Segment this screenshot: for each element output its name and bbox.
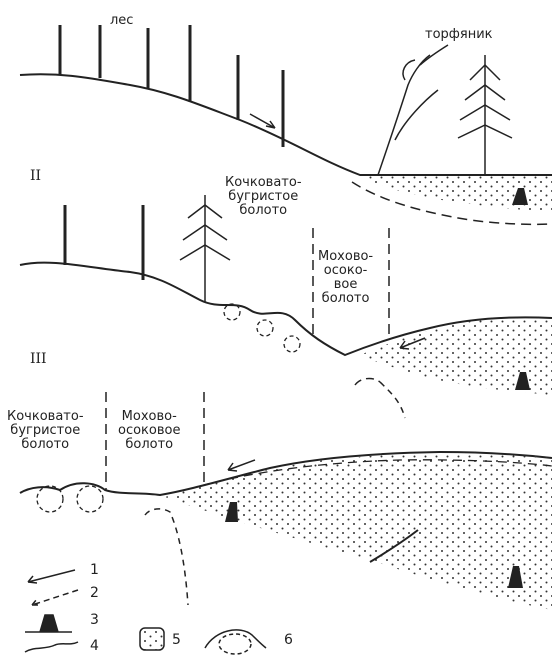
legend-number-6: 6	[284, 632, 293, 648]
stage-2-peat-boundary	[355, 378, 380, 385]
hummock-icon	[205, 630, 266, 654]
stage-3-hummock-bog-label: Кочковато- бугристое болото	[7, 410, 84, 452]
stage-3-panel	[20, 392, 552, 610]
stage-2-old-boundary	[380, 382, 405, 418]
arrow-icon	[28, 570, 75, 583]
legend-number-4: 4	[90, 638, 99, 654]
legend-icons	[25, 570, 266, 654]
stage-3-peat-deposit	[165, 453, 552, 610]
birch-tree	[378, 45, 448, 175]
stage-3-moss-sedge-bog-label: Мохово- осоковое болото	[118, 410, 180, 452]
forest-trees	[60, 25, 283, 147]
stage-3-numeral: III	[30, 351, 47, 367]
stage-3-hummocks	[37, 486, 103, 512]
stage-2-hummocks	[224, 304, 300, 352]
label-forest: лес	[110, 14, 133, 28]
stump-legend-icon	[25, 615, 72, 632]
runoff-arrow-icon	[228, 460, 255, 471]
moss-cover-icon	[25, 642, 78, 652]
stage-2-hummock-bog-label: Кочковато- бугристое болото	[225, 176, 302, 218]
legend-number-1: 1	[90, 562, 99, 578]
peat-stipple-icon	[140, 628, 164, 650]
legend-number-3: 3	[90, 612, 99, 628]
legend-number-2: 2	[90, 585, 99, 601]
stage-2-moss-sedge-bog-label: Мохово- осоко- вое болото	[318, 250, 373, 306]
stage-2-numeral: II	[30, 168, 41, 184]
stage-2-panel	[20, 195, 552, 418]
dashed-arrow-icon	[32, 590, 78, 605]
stage-1-ground	[20, 74, 552, 175]
label-peat-bog: торфяник	[425, 28, 493, 42]
stage-2-spruce-tree	[180, 195, 230, 302]
spruce-tree	[458, 55, 512, 175]
legend-number-5: 5	[172, 632, 181, 648]
stage-3-old-boundary	[145, 509, 188, 605]
